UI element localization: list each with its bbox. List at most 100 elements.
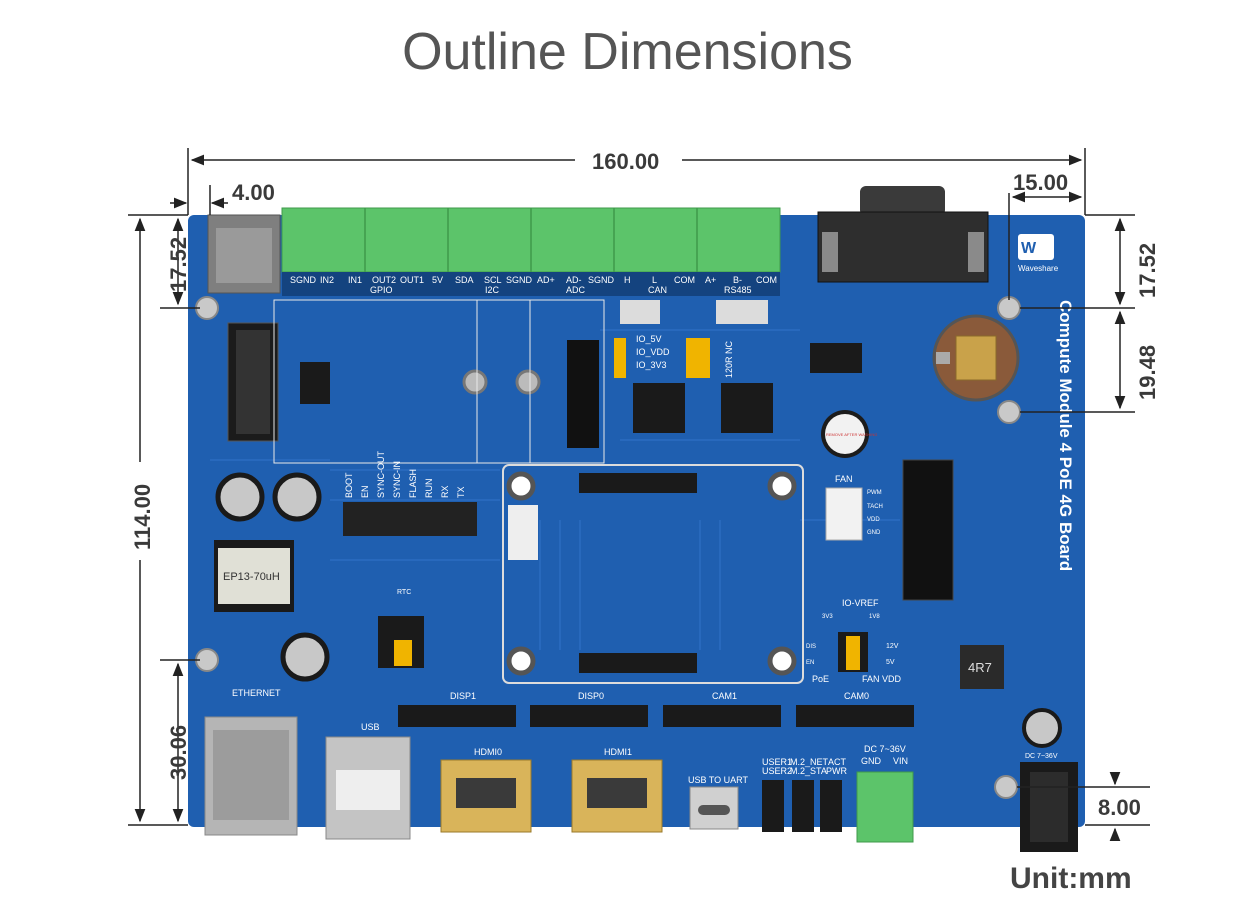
disp0-label: DISP0 <box>578 691 604 701</box>
hdmi0-port <box>440 759 532 833</box>
buzzer-label: REMOVE AFTER WASHING <box>826 432 877 437</box>
ic-chips <box>300 343 862 433</box>
adc-pin-label: AD+ <box>537 275 555 285</box>
inductor-4r7 <box>960 645 1004 689</box>
dim-right-spacing: 19.48 <box>1135 345 1160 400</box>
logo-text: Waveshare <box>1018 264 1059 273</box>
dis-label: DIS <box>806 644 816 650</box>
en-label: EN <box>806 660 814 666</box>
i2c-group-label: I2C <box>485 285 500 295</box>
usb-label: USB <box>361 722 380 732</box>
dim-height: 114.00 <box>130 484 155 550</box>
dim-width: 160.00 <box>592 149 659 174</box>
hdmi1-label: HDMI1 <box>604 747 632 757</box>
dim-right-offset: 15.00 <box>1013 170 1068 195</box>
usb-c-port <box>689 786 739 830</box>
waveshare-logo: W Waveshare <box>1018 234 1059 273</box>
adc-group-label: ADC <box>566 285 586 295</box>
capacitor <box>1022 708 1062 748</box>
dc-in-label: DC 7~36V <box>864 744 906 754</box>
pin-header-label: EN <box>360 485 370 498</box>
i2c-pin-label: SDA <box>455 275 474 285</box>
ethernet-label: ETHERNET <box>232 688 281 698</box>
pin-header-label: RX <box>440 485 450 498</box>
rtc-label: RTC <box>397 589 411 596</box>
hdmi1-port <box>571 759 663 833</box>
cm4-socket-area <box>502 464 804 684</box>
fan-label: FAN <box>835 474 853 484</box>
mini-pcie-slot <box>902 459 954 601</box>
m2-net-label: M.2_NET <box>790 757 829 767</box>
rs485-pin-label: COM <box>756 275 777 285</box>
board-name: Compute Module 4 PoE 4G Board <box>1056 300 1075 571</box>
vin-label: VIN <box>893 756 908 766</box>
rs485-pin-label: A+ <box>705 275 716 285</box>
fan-pin-label: GND <box>867 530 881 536</box>
dimension-lines <box>128 148 1150 842</box>
vref-jumpers <box>838 632 868 672</box>
fan-pin-label: PWM <box>867 490 882 496</box>
io-vdd-label: IO_VDD <box>636 347 670 357</box>
pwr-label: PWR <box>826 766 847 776</box>
pin-header-label: RUN <box>424 479 434 499</box>
unit-label: Unit:mm <box>1010 862 1132 895</box>
m2-outline <box>273 299 605 464</box>
cam0-label: CAM0 <box>844 691 869 701</box>
fan-pin-label: TACH <box>867 504 883 510</box>
gpio-pin-label: IN2 <box>320 275 334 285</box>
gpio-pin-label: OUT1 <box>400 275 424 285</box>
dc-terminal <box>856 771 914 843</box>
user2-label: USER2 <box>762 766 792 776</box>
power-components <box>214 472 330 682</box>
rtc-battery <box>932 314 1020 402</box>
vref-opt-label: 3V3 <box>822 614 833 620</box>
v12-label: 12V <box>886 643 899 650</box>
can-pin-label: COM <box>674 275 695 285</box>
io-5v-label: IO_5V <box>636 334 662 344</box>
dim-right-top: 17.52 <box>1135 243 1160 298</box>
buzzer <box>821 410 869 458</box>
io-vref-label: IO-VREF <box>842 598 879 608</box>
dim-left-bottom: 30.06 <box>166 725 191 780</box>
hdmi0-label: HDMI0 <box>474 747 502 757</box>
fan-pin-label: VDD <box>867 517 880 523</box>
rs485-pin-label: B- <box>733 275 742 285</box>
pcb-traces <box>210 329 900 650</box>
terminal-block <box>281 207 781 296</box>
i2c-pin-label: SGND <box>506 275 533 285</box>
can-group-label: CAN <box>648 285 667 295</box>
pin-header-label: SYNC-IN <box>392 461 402 498</box>
io-jumpers <box>614 300 768 378</box>
adc-pin-label: SGND <box>588 275 615 285</box>
black-connector <box>567 340 599 448</box>
gpio-pin-label: 5V <box>432 275 443 285</box>
i2c-pin-label: SCL <box>484 275 502 285</box>
fan-vdd-label: FAN VDD <box>862 674 902 684</box>
gpio-pin-label: IN1 <box>348 275 362 285</box>
gpio-pin-label: SGND <box>290 275 317 285</box>
user1-label: USER1 <box>762 757 792 767</box>
pin-header-label: SYNC-OUT <box>376 450 386 498</box>
db9-connector <box>817 186 989 283</box>
poe-label: PoE <box>812 674 829 684</box>
usb-uart-label: USB TO UART <box>688 775 749 785</box>
gnd-label: GND <box>861 756 882 766</box>
fan-connector <box>825 487 863 541</box>
address-jumper <box>378 616 424 668</box>
led-indicators <box>762 780 842 832</box>
gpio-pin-label: OUT2 <box>372 275 396 285</box>
v5-label: 5V <box>886 659 895 666</box>
pin-header-label: FLASH <box>408 469 418 498</box>
pin-header-label: BOOT <box>344 472 354 498</box>
ethernet-port <box>204 716 298 836</box>
m2-slot <box>227 322 279 442</box>
ind-4r7-label: 4R7 <box>968 660 992 675</box>
dc-jack <box>1020 762 1078 852</box>
pin-header <box>343 502 477 536</box>
cam1-label: CAM1 <box>712 691 737 701</box>
can-pin-label: H <box>624 275 631 285</box>
dim-hole-offset-top: 17.52 <box>166 237 191 292</box>
io-3v3-label: IO_3V3 <box>636 360 667 370</box>
act-label: ACT <box>828 757 847 767</box>
term-120r-label: 120R NC <box>724 340 734 378</box>
